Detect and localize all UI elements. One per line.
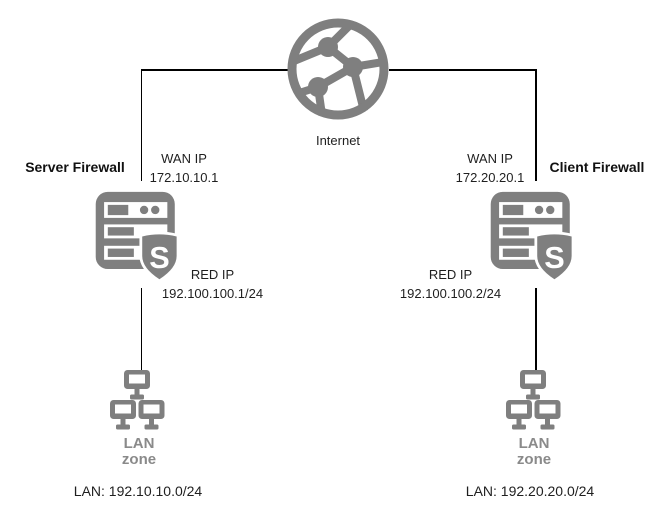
client-wan-label: WAN IP 172.20.20.1 bbox=[451, 149, 529, 187]
server-firewall-name: Server Firewall bbox=[25, 159, 125, 175]
server-lan-zone-icon bbox=[110, 370, 165, 430]
shield-letter: S bbox=[149, 240, 169, 275]
connector-internet-to-client-horizontal bbox=[389, 69, 536, 71]
client-wan-ip-value: 172.20.20.1 bbox=[455, 170, 525, 185]
server-wan-caption: WAN IP bbox=[161, 151, 207, 166]
shield-letter: S bbox=[544, 240, 564, 275]
client-red-caption: RED IP bbox=[428, 267, 473, 282]
client-firewall-name: Client Firewall bbox=[549, 159, 645, 175]
connector-internet-to-server-horizontal bbox=[141, 69, 288, 71]
connector-client-firewall-vertical bbox=[535, 69, 537, 181]
server-wan-label: WAN IP 172.10.10.1 bbox=[145, 149, 223, 187]
internet-label-text: Internet bbox=[315, 133, 361, 148]
server-zone-word: zone bbox=[121, 451, 157, 468]
internet-globe-icon bbox=[287, 18, 389, 120]
client-red-label: RED IP 192.100.100.2/24 bbox=[393, 265, 508, 303]
client-lan-subnet: LAN: 192.20.20.0/24 bbox=[465, 483, 595, 499]
server-lan-zone-label: LAN zone bbox=[109, 436, 169, 468]
server-lan-word: LAN bbox=[123, 435, 155, 452]
server-wan-ip-value: 172.10.10.1 bbox=[149, 170, 219, 185]
client-red-ip-value: 192.100.100.2/24 bbox=[399, 286, 502, 301]
connector-server-firewall-vertical bbox=[140, 69, 142, 181]
internet-label: Internet bbox=[298, 131, 378, 150]
server-red-label: RED IP 192.100.100.1/24 bbox=[155, 265, 270, 303]
client-lan-zone-icon bbox=[506, 370, 561, 430]
client-lan-word: LAN bbox=[518, 435, 550, 452]
server-lan-subnet: LAN: 192.10.10.0/24 bbox=[73, 483, 203, 499]
server-red-ip-value: 192.100.100.1/24 bbox=[161, 286, 264, 301]
server-firewall-icon: S bbox=[95, 191, 180, 283]
client-zone-word: zone bbox=[516, 451, 552, 468]
connector-client-lan-vertical bbox=[535, 288, 537, 372]
client-lan-zone-label: LAN zone bbox=[504, 436, 564, 468]
connector-server-lan-vertical bbox=[140, 288, 142, 372]
client-firewall-icon: S bbox=[490, 191, 575, 283]
client-wan-caption: WAN IP bbox=[467, 151, 513, 166]
server-red-caption: RED IP bbox=[190, 267, 235, 282]
